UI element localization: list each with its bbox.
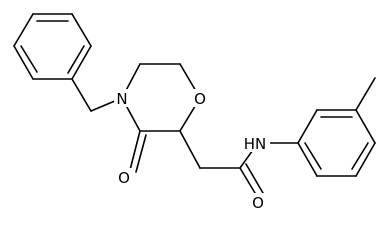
lactam-carbonyl-bond bbox=[129, 130, 141, 171]
label-background bbox=[114, 89, 130, 107]
amide-nh-label: HN bbox=[244, 135, 267, 153]
lactam-oxygen-label: O bbox=[118, 169, 130, 187]
amide-oxygen-label: O bbox=[252, 194, 264, 212]
double-bond-inner bbox=[304, 142, 322, 170]
bond bbox=[71, 45, 92, 80]
benzyl-ch2-bond bbox=[71, 78, 92, 112]
bond bbox=[297, 142, 318, 177]
benzyl-phenyl-ring bbox=[13, 13, 92, 80]
tolyl-ring bbox=[297, 109, 376, 177]
bond bbox=[71, 13, 92, 47]
bond bbox=[355, 109, 376, 144]
label-background bbox=[116, 168, 132, 186]
structure-diagram: N O O O HN bbox=[13, 13, 376, 212]
bond bbox=[13, 13, 34, 47]
molecule-drawing: N O O O HN bbox=[13, 13, 376, 212]
bond bbox=[13, 45, 34, 80]
lactam-carbonyl-bond bbox=[135, 134, 147, 173]
double-bond-inner bbox=[351, 142, 369, 170]
double-bond-inner bbox=[67, 45, 85, 74]
bond bbox=[297, 109, 318, 144]
ring-nitrogen-label: N bbox=[116, 90, 127, 108]
methyl-bond bbox=[355, 77, 376, 111]
label-background bbox=[192, 89, 208, 107]
ring-oxygen-label: O bbox=[194, 90, 206, 108]
amide-carbonyl-bond bbox=[245, 163, 264, 194]
morpholinone-ring bbox=[121, 63, 201, 132]
side-chain-bond bbox=[179, 130, 201, 169]
label-background bbox=[250, 193, 266, 211]
label-background bbox=[240, 134, 270, 152]
bond bbox=[355, 142, 376, 177]
double-bond-inner bbox=[20, 45, 38, 73]
